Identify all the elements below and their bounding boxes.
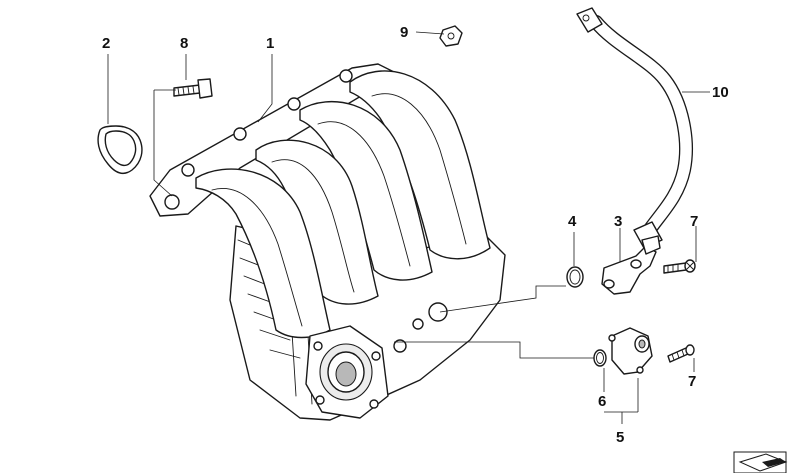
callout-10: 10	[712, 84, 729, 101]
bolt-part-8	[173, 78, 213, 99]
callout-1: 1	[266, 35, 274, 52]
intake-manifold	[149, 63, 506, 421]
callout-4: 4	[568, 213, 577, 230]
gasket-part	[97, 125, 143, 175]
sensor-part-5	[608, 327, 653, 375]
callout-9: 9	[400, 24, 408, 41]
callout-5: 5	[616, 429, 624, 446]
screw-part-7-lower	[667, 344, 695, 363]
screw-part-7-upper	[663, 259, 696, 274]
callout-6: 6	[598, 393, 606, 410]
callout-7-lower: 7	[688, 373, 696, 390]
callout-3: 3	[614, 213, 622, 230]
folded-page-icon	[733, 451, 788, 473]
leader-lines	[107, 31, 710, 424]
o-ring-part-6	[593, 349, 607, 367]
callout-8: 8	[180, 35, 188, 52]
hose-part-10	[576, 7, 693, 249]
callout-7-upper: 7	[690, 213, 698, 230]
callout-2: 2	[102, 35, 110, 52]
elbow-part-3	[601, 235, 661, 295]
nut-part-9	[439, 25, 463, 47]
o-ring-part-4	[566, 266, 584, 288]
